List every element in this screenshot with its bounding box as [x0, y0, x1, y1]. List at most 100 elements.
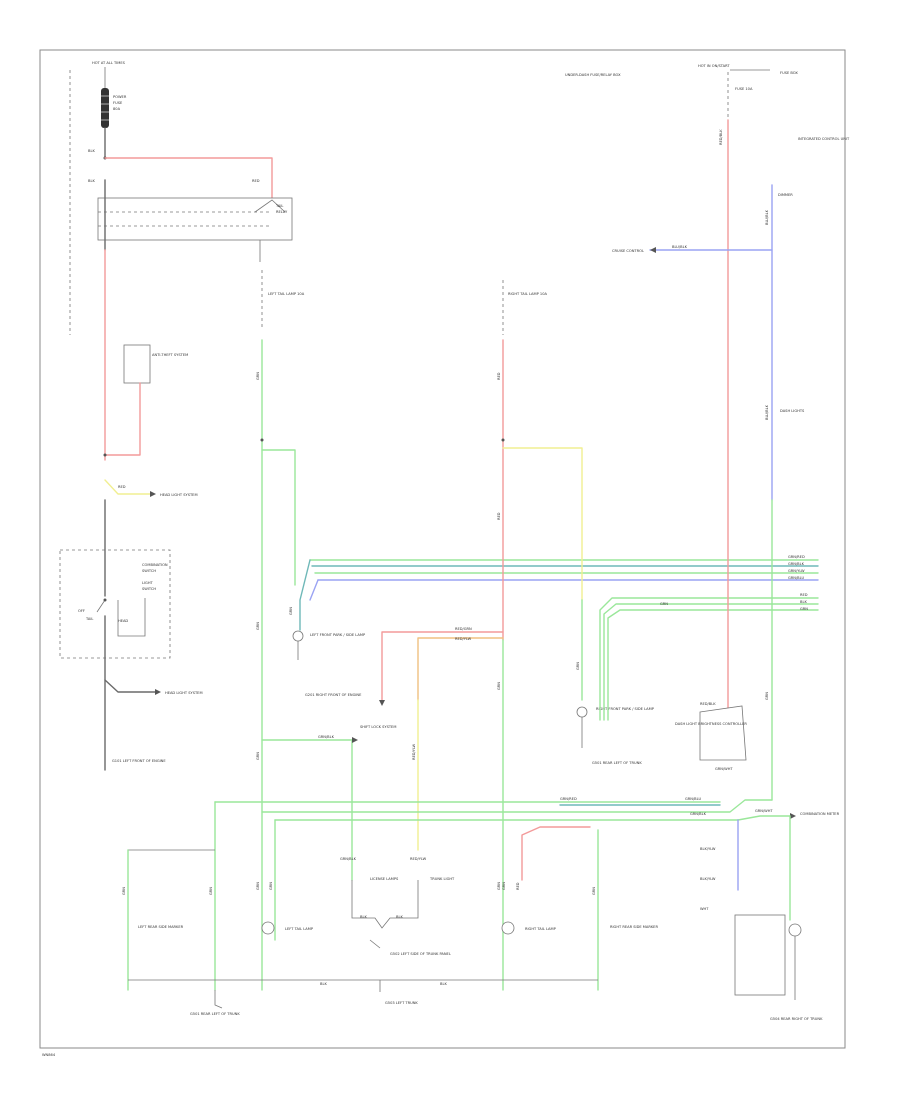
svg-text:GRN: GRN — [497, 682, 501, 690]
left-tail-lamp — [261, 921, 275, 935]
fuse-wire-1: BLK — [88, 149, 95, 153]
comb-off: OFF — [78, 609, 85, 613]
ground-1: G101 LEFT FRONT OF ENGINE — [112, 759, 166, 763]
lamp-license: LICENSE LAMPS — [370, 877, 399, 881]
svg-text:GRN: GRN — [765, 692, 769, 700]
wire-ylw-right — [502, 447, 583, 601]
right-label-1: GRN/RED — [788, 555, 805, 559]
svg-text:BLK: BLK — [320, 982, 327, 986]
fuse-left: LEFT TAIL LAMP 10A — [268, 292, 305, 296]
svg-text:GRN: GRN — [592, 887, 596, 895]
fuse-name-2: FUSE — [113, 101, 123, 105]
comb-label-1: COMBINATION — [142, 563, 168, 567]
footer-code: WN864 — [42, 1053, 56, 1057]
ref-1: ANTI-THEFT SYSTEM — [152, 353, 188, 357]
svg-text:BLK: BLK — [360, 915, 367, 919]
brightness-controller — [699, 705, 747, 761]
right-label-5: RED — [800, 593, 808, 597]
fuse-wire-2: BLK — [88, 179, 95, 183]
svg-text:GRN: GRN — [576, 662, 580, 670]
svg-text:BLK: BLK — [396, 915, 403, 919]
svg-text:RED: RED — [118, 485, 126, 489]
svg-text:BLU/BLK: BLU/BLK — [765, 209, 769, 225]
svg-text:RED/YLW: RED/YLW — [455, 637, 472, 641]
svg-text:WHT: WHT — [700, 907, 709, 911]
fuse-10a: FUSE 10A — [735, 87, 753, 91]
ref-6: CRUISE CONTROL — [612, 249, 644, 253]
lamp-lr: LEFT REAR SIDE MARKER — [138, 925, 184, 929]
comb-label-3: LIGHT — [142, 581, 154, 585]
svg-text:GRN/WHT: GRN/WHT — [715, 767, 733, 771]
svg-text:GRN/BLU: GRN/BLU — [685, 797, 701, 801]
svg-text:RED: RED — [516, 882, 520, 890]
wire-red-relay — [104, 157, 273, 201]
svg-text:GRN/RED: GRN/RED — [560, 797, 577, 801]
svg-text:GRN/BLK: GRN/BLK — [690, 812, 707, 816]
module-label: INTEGRATED CONTROL UNIT — [798, 137, 850, 141]
svg-text:RED/YLW: RED/YLW — [410, 857, 427, 861]
trunk-switch — [734, 914, 786, 996]
svg-text:BLU/BLK: BLU/BLK — [765, 404, 769, 420]
lamp-lf: LEFT FRONT PARK / SIDE LAMP — [310, 633, 366, 637]
comb-head: HEAD — [118, 619, 128, 623]
svg-text:GRN: GRN — [209, 887, 213, 895]
fuse-name-1: POWER — [113, 95, 127, 99]
right-label-6: BLK — [800, 600, 807, 604]
fuse-header: HOT AT ALL TIMES — [92, 61, 126, 65]
left-front-lamp — [292, 630, 304, 642]
lamp-rt: RIGHT TAIL LAMP — [525, 927, 557, 931]
tail-relay — [97, 197, 293, 241]
ground-5b: G501 REAR LEFT OF TRUNK — [190, 1012, 240, 1016]
dim-label: DIMMER — [778, 193, 793, 197]
wire-orange — [417, 637, 504, 701]
svg-text:GRN: GRN — [660, 602, 668, 606]
fuse-name-3: 80A — [113, 107, 121, 111]
svg-text:RED/GRN: RED/GRN — [455, 627, 472, 631]
svg-text:GRN: GRN — [256, 372, 260, 380]
ground-4: G502 LEFT SIDE OF TRUNK PANEL — [390, 952, 451, 956]
lamp-rf: RIGHT FRONT PARK / SIDE LAMP — [596, 707, 655, 711]
brightness-label: DASH LIGHT BRIGHTNESS CONTROLLER — [675, 722, 747, 726]
comb-tail: TAIL — [85, 617, 93, 621]
svg-text:BLK/YLW: BLK/YLW — [700, 847, 716, 851]
fuse-box-label: FUSE BOX — [780, 71, 798, 75]
right-label-4: GRN/BLU — [788, 576, 804, 580]
wire-red-anti — [104, 382, 141, 456]
comb-label-4: SWITCH — [142, 587, 156, 591]
ground-5: G503 LEFT TRUNK — [385, 1001, 418, 1005]
relay-name: TAIL — [275, 204, 283, 208]
svg-text:GRN: GRN — [256, 752, 260, 760]
svg-text:GRN: GRN — [289, 607, 293, 615]
right-tail-lamp — [501, 921, 515, 935]
svg-text:GRN: GRN — [269, 882, 273, 890]
wire-red-shift — [381, 631, 504, 701]
combination-switch — [59, 549, 171, 659]
main-fuse — [101, 88, 109, 128]
ground-3: G501 REAR LEFT OF TRUNK — [592, 761, 642, 765]
lamp-trunk: TRUNK LIGHT — [429, 877, 455, 881]
relay-name-2: RELAY — [276, 210, 288, 214]
svg-text:GRN: GRN — [256, 882, 260, 890]
right-label-2: GRN/BLK — [788, 562, 805, 566]
comb-label-2: SWITCH — [142, 569, 156, 573]
svg-text:BLU/BLK: BLU/BLK — [672, 245, 688, 249]
relay-box-label: UNDER-DASH FUSE/RELAY BOX — [565, 73, 621, 77]
svg-text:RED: RED — [497, 372, 501, 380]
svg-text:GRN/WHT: GRN/WHT — [755, 809, 773, 813]
anti-theft-box — [123, 344, 151, 384]
svg-text:GRN/BLK: GRN/BLK — [340, 857, 357, 861]
ground-6: G504 REAR RIGHT OF TRUNK — [770, 1017, 823, 1021]
svg-text:BLK: BLK — [440, 982, 447, 986]
bus-green-2 — [261, 799, 773, 813]
ref-5: SHIFT LOCK SYSTEM — [360, 725, 396, 729]
svg-text:GRN: GRN — [502, 882, 506, 890]
svg-text:GRN: GRN — [122, 887, 126, 895]
svg-text:GRN: GRN — [497, 882, 501, 890]
wire-blk-head2 — [104, 679, 156, 693]
svg-text:GRN: GRN — [256, 622, 260, 630]
right-label-7: GRN — [800, 607, 808, 611]
ground-2: G201 RIGHT FRONT OF ENGINE — [305, 693, 362, 697]
svg-text:RED/YLW: RED/YLW — [412, 743, 416, 760]
dash-lights: DASH LIGHTS — [780, 409, 805, 413]
relay-wire: RED — [252, 179, 260, 183]
